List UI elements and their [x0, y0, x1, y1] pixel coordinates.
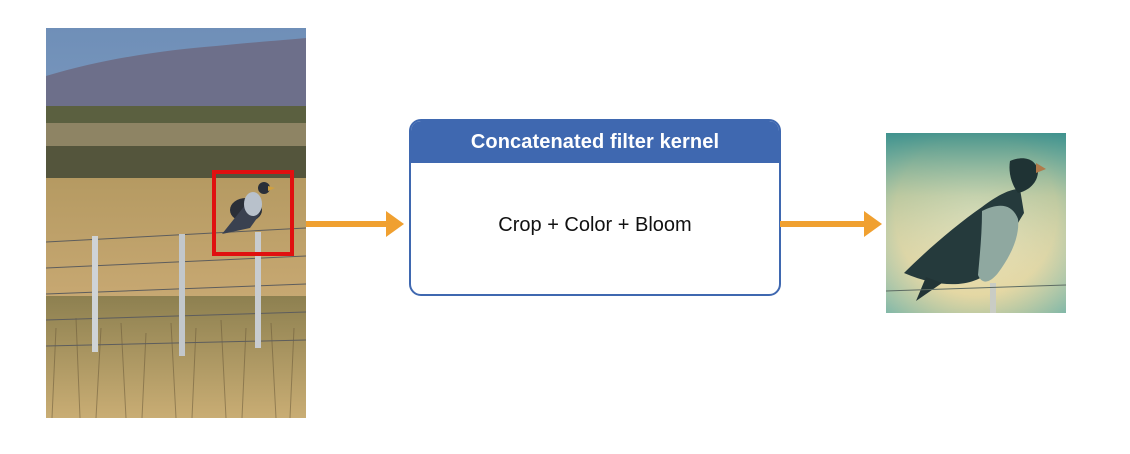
- result-photo: [886, 133, 1066, 313]
- output-arrow: [780, 208, 884, 245]
- filter-kernel-box: Concatenated filter kernel Crop + Color …: [409, 119, 781, 296]
- kernel-title: Concatenated filter kernel: [411, 121, 779, 163]
- crop-region-box: [212, 170, 294, 256]
- input-arrow: [306, 208, 406, 245]
- source-photo: [46, 28, 306, 418]
- kernel-operations: Crop + Color + Bloom: [498, 214, 692, 236]
